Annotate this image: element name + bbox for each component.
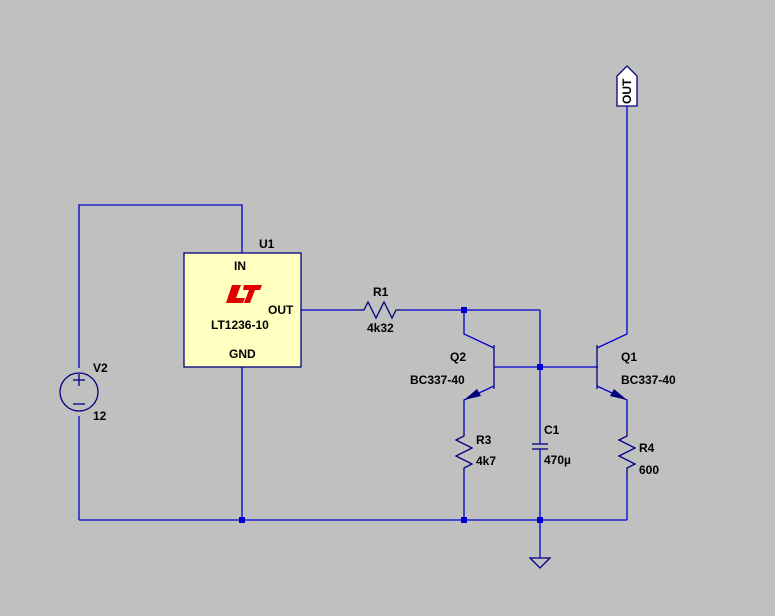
v2-ref: V2 — [93, 361, 108, 375]
r1-ref: R1 — [373, 285, 389, 299]
capacitor-c1[interactable]: C1 470µ — [532, 423, 571, 467]
r3-value: 4k7 — [476, 454, 496, 468]
ground-symbol — [528, 557, 552, 569]
u1-pin-out: OUT — [268, 303, 294, 317]
c1-value: 470µ — [544, 453, 571, 467]
voltage-source-v2[interactable]: V2 12 — [59, 361, 108, 423]
wire-v2-top[interactable] — [78, 204, 243, 368]
linear-technology-logo-icon — [226, 285, 262, 303]
junction-dot — [461, 517, 467, 523]
resistor-r3-symbol — [454, 430, 474, 475]
q2-emitter-arrow-icon — [464, 389, 481, 400]
net-label-flag — [616, 65, 638, 107]
junction-dot — [537, 364, 543, 370]
resistor-r3[interactable]: R3 4k7 — [454, 430, 496, 475]
wire-q2-collector[interactable] — [463, 310, 495, 349]
r3-ref: R3 — [476, 433, 492, 447]
voltage-source-symbol — [59, 372, 99, 412]
resistor-r1[interactable]: R1 4k32 — [355, 285, 403, 335]
q2-ref: Q2 — [450, 350, 466, 364]
q1-part: BC337-40 — [621, 373, 676, 387]
wire-q1-collector[interactable] — [596, 106, 628, 349]
junction-dot — [461, 307, 467, 313]
r4-value: 600 — [639, 463, 659, 477]
r1-value: 4k32 — [367, 321, 394, 335]
ground-icon — [528, 557, 552, 569]
u1-pin-in: IN — [234, 259, 246, 273]
resistor-r4[interactable]: R4 600 — [617, 430, 659, 477]
transistor-q2[interactable]: Q2 BC337-40 — [410, 345, 495, 400]
wires — [78, 106, 628, 558]
q1-ref: Q1 — [621, 350, 637, 364]
v2-value: 12 — [93, 409, 107, 423]
resistor-r4-symbol — [617, 430, 637, 475]
r4-ref: R4 — [639, 441, 655, 455]
q2-part: BC337-40 — [410, 373, 465, 387]
transistor-q1[interactable]: Q1 BC337-40 — [596, 345, 676, 400]
u1-ref: U1 — [259, 237, 275, 251]
out-net-label[interactable]: OUT — [616, 65, 638, 107]
resistor-r1-symbol — [355, 300, 403, 320]
junctions — [239, 307, 543, 523]
junction-dot — [239, 517, 245, 523]
out-label-text: OUT — [620, 78, 634, 104]
junction-dot — [537, 517, 543, 523]
q1-emitter-arrow-icon — [610, 389, 627, 400]
u1-part: LT1236-10 — [211, 318, 269, 332]
ic-u1[interactable]: U1 IN OUT GND LT1236-10 — [183, 237, 302, 368]
ic-body — [183, 252, 302, 368]
u1-pin-gnd: GND — [229, 347, 256, 361]
c1-ref: C1 — [544, 423, 560, 437]
